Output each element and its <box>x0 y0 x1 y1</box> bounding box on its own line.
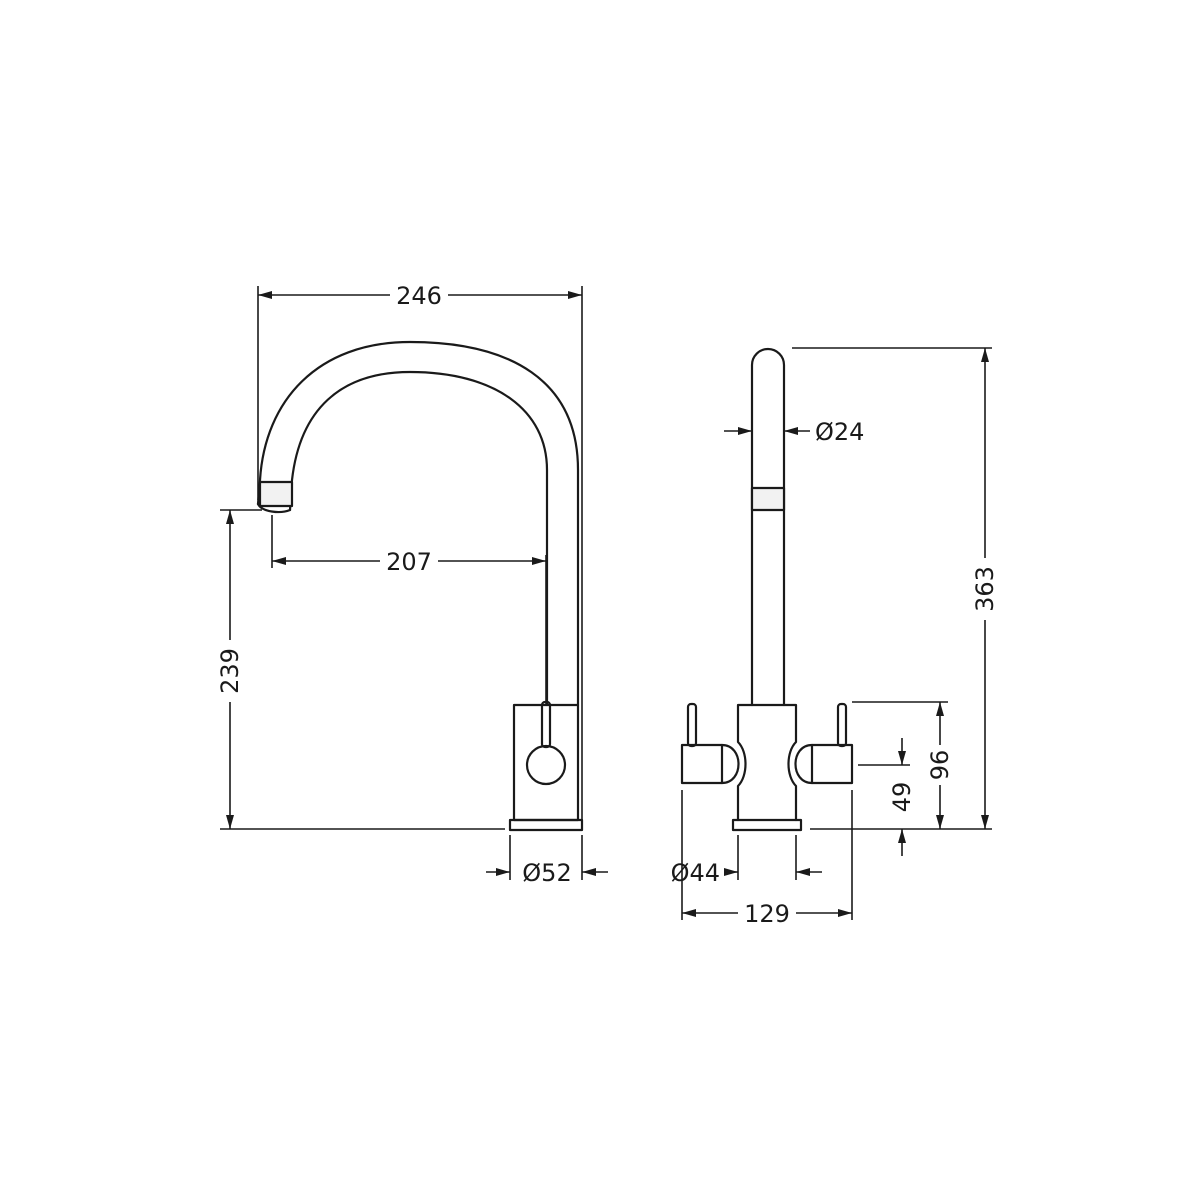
side-spout-inner <box>288 370 549 707</box>
side-handle-knob <box>525 744 567 786</box>
side-base-plate <box>508 818 584 832</box>
dim-label-207: 207 <box>386 548 432 576</box>
dim-label-246: 246 <box>396 282 442 310</box>
front-handle-right-lever <box>836 702 848 748</box>
dim-front-base-diameter: Ø44 <box>671 835 822 887</box>
dim-label-96: 96 <box>926 750 954 781</box>
side-handle-lever <box>540 700 552 749</box>
front-handle-right-cap <box>794 743 814 785</box>
dim-label-129: 129 <box>744 900 790 928</box>
front-handle-left-cap <box>720 743 740 785</box>
front-handle-left-body <box>680 743 724 785</box>
dim-front-handle-height: 96 <box>852 701 956 829</box>
dim-label-d52: Ø52 <box>522 859 571 887</box>
front-body <box>736 703 798 822</box>
dim-side-width: 246 <box>257 280 583 820</box>
dim-front-height: 363 <box>792 347 1000 830</box>
front-base-plate <box>731 818 803 832</box>
side-body <box>512 703 580 822</box>
dim-label-49: 49 <box>888 782 916 813</box>
front-handle-left-lever <box>686 702 698 748</box>
front-handle-right-body <box>810 743 854 785</box>
dim-side-base-diameter: Ø52 <box>486 835 608 887</box>
dim-label-363: 363 <box>971 566 999 612</box>
dim-label-d24: Ø24 <box>815 418 864 446</box>
side-spout-outer <box>256 340 580 707</box>
front-spout-column <box>750 347 786 707</box>
dim-front-spout-diameter: Ø24 <box>724 418 864 446</box>
dim-side-spout-height: 239 <box>214 509 505 830</box>
side-view <box>256 340 584 832</box>
dim-label-d44: Ø44 <box>671 859 720 887</box>
front-spout-aerator <box>750 486 786 512</box>
side-spout-nozzle <box>258 480 294 508</box>
dim-front-body-height: 49 <box>858 738 916 856</box>
front-view <box>680 347 854 832</box>
dim-label-239: 239 <box>216 648 244 694</box>
dim-side-reach: 207 <box>271 515 547 705</box>
dim-front-width: 129 <box>681 790 853 928</box>
